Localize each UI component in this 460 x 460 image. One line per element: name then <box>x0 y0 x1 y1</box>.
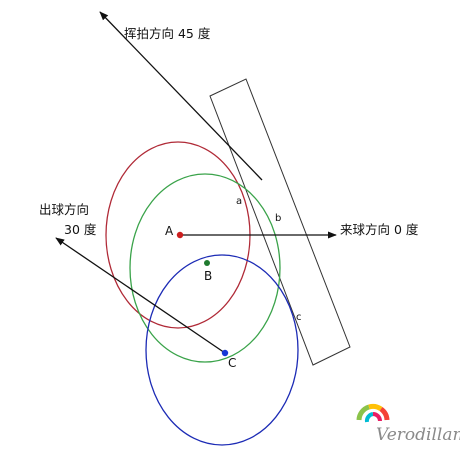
rainbow-swirl-logo-icon <box>356 403 390 423</box>
incoming-direction-label: 来球方向 0 度 <box>340 222 419 237</box>
outgoing-direction-label-line1: 出球方向 <box>39 202 89 217</box>
watermark-text: Verodillan <box>376 425 460 445</box>
point-c-label: c <box>296 312 302 323</box>
swing-direction-arrow <box>99 11 263 181</box>
point-C-label: C <box>228 356 236 370</box>
point-A-label: A <box>165 224 174 238</box>
swing-direction-label: 挥拍方向 45 度 <box>124 26 211 41</box>
point-b-label: b <box>275 213 281 224</box>
circle-C <box>145 254 299 446</box>
point-a-label: a <box>236 196 242 207</box>
point-B-label: B <box>204 269 212 283</box>
outgoing-direction-arrow <box>55 237 226 354</box>
circle-B <box>129 173 281 363</box>
racket-face-rectangle <box>209 78 351 366</box>
dot-C <box>221 349 229 357</box>
dot-A <box>176 231 184 239</box>
outgoing-direction-label-line2: 30 度 <box>64 222 97 237</box>
watermark: Verodillan <box>356 403 460 445</box>
dot-B <box>204 260 210 266</box>
